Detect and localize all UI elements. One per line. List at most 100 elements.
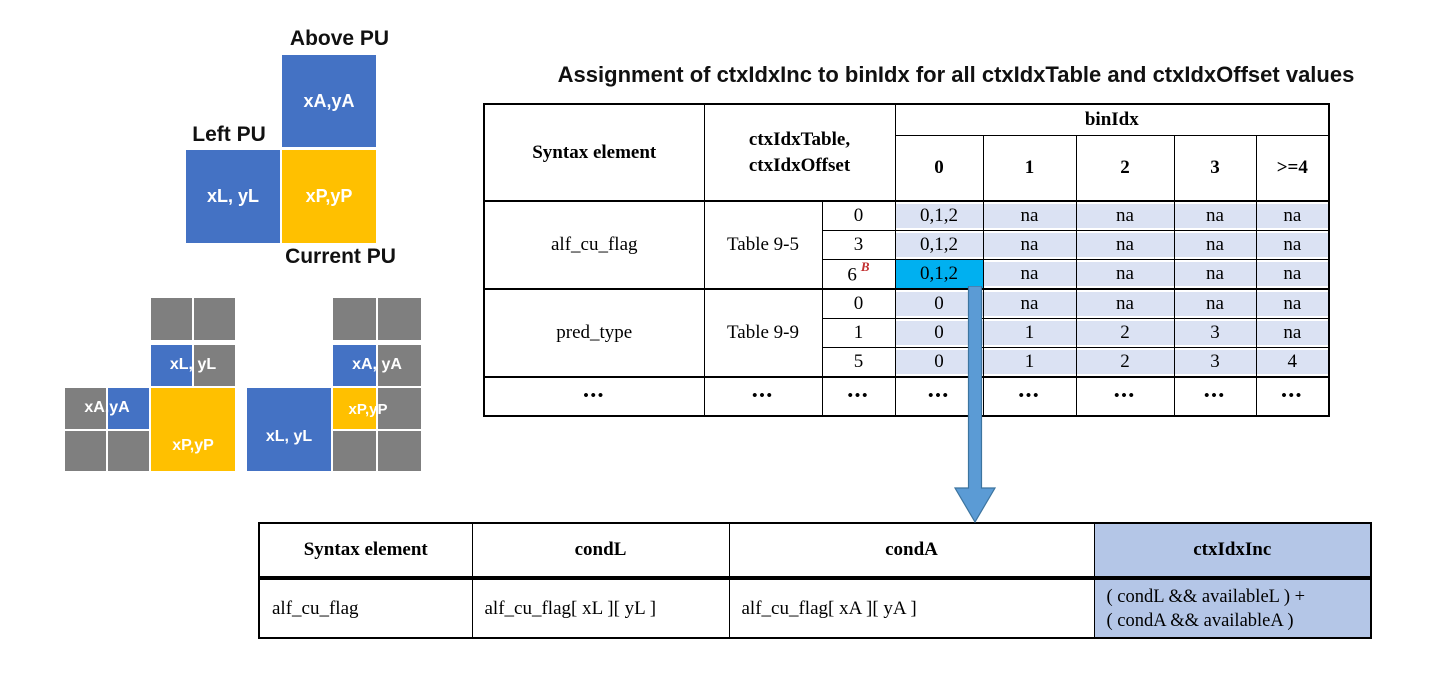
table-cell: na (1173, 200, 1257, 231)
grid1-label: xL, yL (169, 356, 217, 373)
grid2-cell-gray (378, 298, 421, 340)
table-cell: na (1255, 230, 1330, 260)
ctxidxinc-value: ( condL && availableL ) + ( condA && ava… (1093, 577, 1372, 639)
table-cell: 1 (982, 347, 1077, 378)
table-cell: na (1255, 200, 1330, 231)
grid2-cell-gray (333, 298, 376, 340)
syntax-element-cell: pred_type (483, 288, 705, 378)
table-cell: ••• (1173, 376, 1257, 417)
col-header-bin-2: 2 (1075, 135, 1175, 202)
table-cell: ••• (821, 376, 896, 417)
grid2-cell-yellow (333, 388, 376, 429)
offset-cell: 0 (821, 200, 896, 231)
col-header-bin-1: 1 (982, 135, 1077, 202)
grid1-label: xP,yP (172, 437, 214, 454)
offset-cell: 3 (821, 230, 896, 260)
offset-value: 6 (847, 264, 857, 286)
table-cell: ••• (1075, 376, 1175, 417)
current-pu-cell: xP,yP (282, 150, 376, 243)
grid1-cell-gray (65, 431, 106, 471)
grid1-label: xA,yA (84, 399, 130, 416)
flow-down-arrow-icon (953, 286, 997, 523)
table-cell: na (1173, 230, 1257, 260)
table-cell: na (1173, 288, 1257, 319)
table-cell: ••• (703, 376, 823, 417)
table-title: Assignment of ctxIdxInc to binIdx for al… (557, 62, 1355, 87)
grid1-cell-blue (151, 345, 192, 386)
col-header-binidx: binIdx (894, 103, 1330, 136)
grid2-cell-gray (378, 431, 421, 471)
table-cell: na (982, 200, 1077, 231)
col-header-conda: condA (728, 522, 1095, 580)
syntax-element-value: alf_cu_flag (258, 577, 473, 639)
col-header-bin-3: 3 (1173, 135, 1257, 202)
table-cell: na (982, 259, 1077, 290)
table-cell: 0,1,2 (894, 200, 984, 231)
col-header-condl: condL (471, 522, 730, 580)
grid2-cell-gray (333, 431, 376, 471)
offset-cell: 1 (821, 318, 896, 348)
table-cell: na (982, 288, 1077, 319)
table-cell: 1 (982, 318, 1077, 348)
grid1-cell-gray (65, 388, 106, 429)
table-cell: 3 (1173, 347, 1257, 378)
above-pu-cell-label: xA,yA (303, 90, 355, 111)
table-cell: na (982, 230, 1077, 260)
conda-value: alf_cu_flag[ xA ][ yA ] (728, 577, 1095, 639)
table-cell: ••• (483, 376, 705, 417)
col-header-syntax-element: Syntax element (258, 522, 473, 580)
table-cell: 4 (1255, 347, 1330, 378)
grid2-cell-blue (247, 388, 331, 471)
table-cell: na (1075, 259, 1175, 290)
left-pu-cell: xL, yL (186, 150, 280, 243)
left-pu-cell-label: xL, yL (206, 186, 259, 206)
grid1-cell-blue (108, 388, 149, 429)
grid2-cell-blue (333, 345, 376, 386)
col-header-bin-ge4: >=4 (1255, 135, 1330, 202)
ctxidxtable-cell: Table 9-5 (703, 200, 823, 290)
col-header-ctxidxtable-offset: ctxIdxTable, ctxIdxOffset (703, 103, 896, 202)
table-cell: na (1255, 318, 1330, 348)
highlighted-cell: 0,1,2 (894, 259, 984, 290)
red-annotation: B (860, 259, 870, 275)
table-cell: na (1075, 230, 1175, 260)
table-cell: 3 (1173, 318, 1257, 348)
table-cell: 2 (1075, 318, 1175, 348)
col-header-bin-0: 0 (894, 135, 984, 202)
above-pu-cell: xA,yA (282, 55, 376, 147)
table-cell: ••• (982, 376, 1077, 417)
current-pu-label: Current PU (285, 245, 396, 268)
grid2-cell-gray (378, 345, 421, 386)
table-cell: na (1255, 259, 1330, 290)
grid2-label: xA, yA (352, 356, 402, 373)
grid2-cell-gray (378, 388, 421, 429)
current-pu-cell-label: xP,yP (305, 186, 353, 206)
above-pu-label: Above PU (289, 27, 390, 50)
grid2-label: xL, yL (265, 428, 313, 445)
table-cell: na (1075, 200, 1175, 231)
table-cell: na (1255, 288, 1330, 319)
left-pu-label: Left PU (192, 123, 266, 146)
table-cell: na (1075, 288, 1175, 319)
table-cell: ••• (1255, 376, 1330, 417)
grid1-cell-gray (108, 431, 149, 471)
grid1-cell-gray (194, 345, 235, 386)
grid1-cell-gray (151, 298, 192, 340)
grid1-cell-yellow (151, 388, 235, 471)
table-cell: 0,1,2 (894, 230, 984, 260)
offset-cell: 5 (821, 347, 896, 378)
condl-value: alf_cu_flag[ xL ][ yL ] (471, 577, 730, 639)
grid1-cell-gray (194, 298, 235, 340)
table-cell: na (1173, 259, 1257, 290)
col-header-ctxidxinc: ctxIdxInc (1093, 522, 1372, 580)
ctxidxinc-derivation-table: Syntax element condL condA ctxIdxInc alf… (258, 522, 1372, 639)
table-cell: 2 (1075, 347, 1175, 378)
ctxidxtable-cell: Table 9-9 (703, 288, 823, 378)
col-header-syntax-element: Syntax element (483, 103, 705, 202)
offset-cell: 0 (821, 288, 896, 319)
grid2-label: xP,yP (348, 401, 388, 418)
context-assignment-table: Syntax element ctxIdxTable, ctxIdxOffset… (483, 103, 1331, 417)
